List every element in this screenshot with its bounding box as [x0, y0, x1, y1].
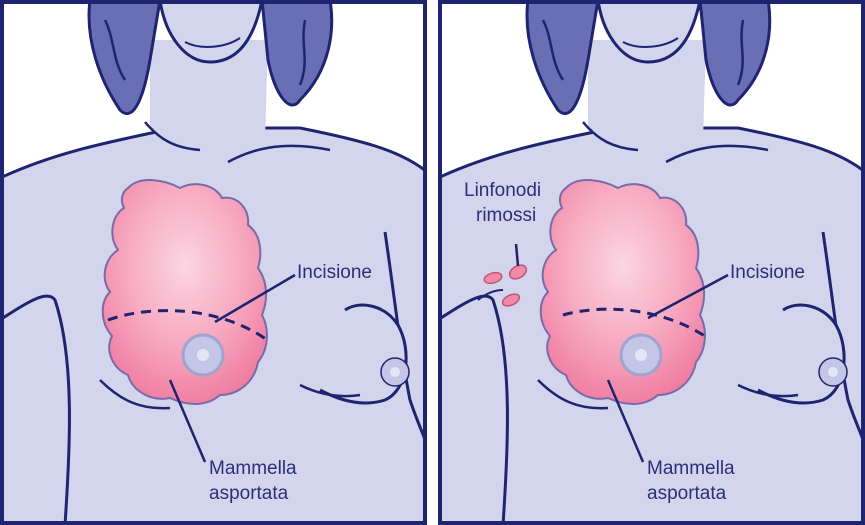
lymph-nodes-label-line2: rimossi [476, 205, 536, 226]
mastectomy-with-nodes-diagram: Linfonodi rimossi Incisione Mammella asp… [438, 0, 865, 525]
incision-label: Incisione [297, 262, 372, 283]
lymph-nodes-label-line1: Linfonodi [464, 180, 541, 201]
removed-breast-label-line1: Mammella [647, 458, 735, 479]
mastectomy-diagram: Incisione Mammella asportata [0, 0, 427, 525]
removed-breast-label-line2: asportata [647, 483, 727, 504]
left-illustration-panel: Incisione Mammella asportata [0, 0, 427, 525]
removed-breast-area [103, 180, 267, 404]
removed-breast-label-line1: Mammella [209, 458, 297, 479]
removed-breast-label-line2: asportata [209, 483, 289, 504]
removed-breast-area [541, 180, 705, 404]
incision-label: Incisione [730, 262, 805, 283]
right-illustration-panel: Linfonodi rimossi Incisione Mammella asp… [438, 0, 865, 525]
